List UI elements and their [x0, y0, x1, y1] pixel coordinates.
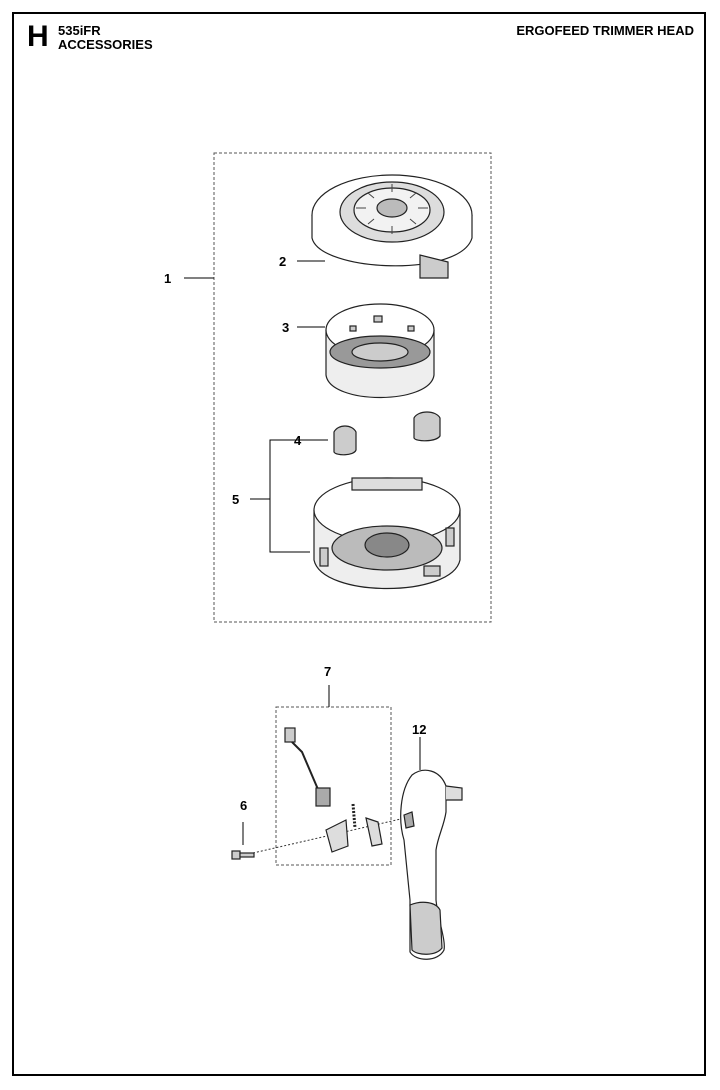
housing-part: [313, 477, 461, 589]
callout-2: 2: [279, 254, 286, 269]
page-title: ERGOFEED TRIMMER HEAD: [516, 23, 694, 38]
model-name: 535iFR: [58, 23, 101, 38]
handle-part: [400, 769, 463, 960]
callout-3: 3: [282, 320, 289, 335]
kit-box-trimmer-head: [213, 152, 492, 623]
throttle-kit-part: [284, 727, 383, 853]
cover-part: [311, 174, 473, 279]
leader-lines: [184, 260, 421, 854]
callout-1: 1: [164, 271, 171, 286]
callout-12: 12: [412, 722, 426, 737]
callout-6: 6: [240, 798, 247, 813]
spool-part: [325, 303, 435, 398]
callout-5: 5: [232, 492, 239, 507]
kit-box-handle: [275, 706, 392, 866]
screw-part: [231, 850, 255, 860]
category-label: ACCESSORIES: [58, 37, 153, 52]
callout-4: 4: [294, 433, 302, 448]
callout-7: 7: [324, 664, 331, 679]
section-letter: H: [27, 20, 49, 53]
eyelet-parts: [333, 411, 441, 456]
page-frame: [12, 12, 706, 1076]
